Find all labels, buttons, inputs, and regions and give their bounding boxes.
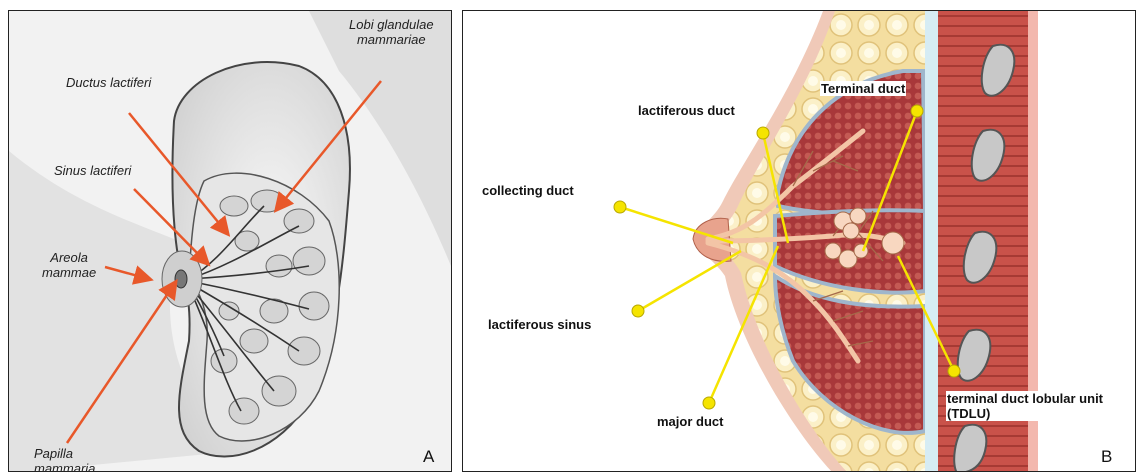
label-sinus-lactiferi: Sinus lactiferi [54,163,131,178]
panel-b: Terminal duct lactiferous duct collectin… [462,10,1136,472]
papilla [175,270,187,288]
label-lactiferous-sinus: lactiferous sinus [487,317,592,332]
label-ductus-lactiferi: Ductus lactiferi [66,75,151,90]
panel-a-letter: A [423,447,434,467]
label-papilla-mammaria: Papilla mammaria [34,446,95,472]
label-lobi-glandulae: Lobi glandulae mammariae [349,17,434,47]
dot-collecting-duct [614,201,626,213]
dot-lactiferous-duct [757,127,769,139]
dot-tdlu [948,365,960,377]
dot-terminal-duct [911,105,923,117]
panel-a: Lobi glandulae mammariae Ductus lactifer… [8,10,452,472]
pointer-lactiferous-sinus [638,251,741,311]
label-collecting-duct: collecting duct [481,183,575,198]
dot-lactiferous-sinus [632,305,644,317]
dot-major-duct [703,397,715,409]
label-areola-mammae: Areola mammae [42,250,96,280]
label-terminal-duct: Terminal duct [820,81,906,96]
label-tdlu: terminal duct lobular unit (TDLU) [946,391,1104,421]
panel-b-letter: B [1101,447,1112,467]
label-lactiferous-duct: lactiferous duct [637,103,736,118]
label-major-duct: major duct [656,414,724,429]
